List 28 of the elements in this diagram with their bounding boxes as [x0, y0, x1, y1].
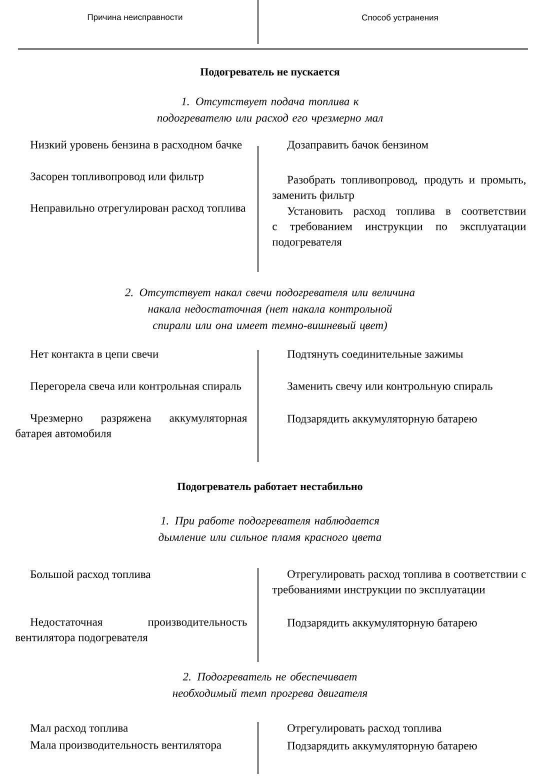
table-cell: Перегорела свеча или контрольная спираль: [30, 382, 242, 392]
subsection-heading: 1. При работе подогревателя наблюдается дымление или сильное пламя красного цвета: [158, 516, 382, 544]
table-cell: Подзарядить аккумуляторную батарею: [287, 414, 477, 425]
table-cell: Отрегулировать расход топлива в соответствии с требованиями инструкции по эксплуатации: [272, 570, 526, 596]
table-cell: Недостаточная производительность вентилятора подогревателя: [15, 618, 247, 644]
table-cell: Установить расход топлива в соответствии с требованием инструкции по эксплуатации подогревателя: [272, 207, 526, 248]
table-cell: Разобрать топливопровод, продуть и промыть, заменить фильтр: [272, 175, 526, 202]
table-cell: Чрезмерно разряжена аккумуляторная батарея автомобиля: [16, 414, 248, 440]
table-cell: Мала производительность вентилятора: [30, 741, 222, 752]
table-cell: Большой расход топлива: [30, 570, 151, 580]
table-cell: Подзарядить аккумуляторную батарею: [287, 741, 477, 752]
subsection-heading: 1. Отсутствует подача топлива к подогревателю или расход его чрезмерно мал: [157, 97, 383, 124]
table-cell: Подтянуть соединительные зажимы: [287, 350, 463, 360]
table-cell: Мал расход топлива: [30, 724, 128, 734]
table-cell: Отрегулировать расход топлива: [288, 724, 442, 734]
table-cell: Засорен топливопровод или фильтр: [30, 172, 204, 183]
section-heading: Подогреватель не пускается: [200, 68, 340, 78]
table-cell: Неправильно отрегулирован расход топлива: [30, 204, 246, 214]
table-cell: Нет контакта в цепи свечи: [30, 350, 158, 360]
table-cell: Низкий уровень бензина в расходном бачке: [30, 140, 242, 151]
section-heading: Подогреватель работает нестабильно: [177, 482, 362, 492]
table-cell: Подзарядить аккумуляторную батарею: [287, 618, 477, 629]
table-cell: Дозаправить бачок бензином: [287, 140, 428, 151]
column-header: Причина неисправности: [88, 14, 182, 22]
table-cell: Заменить свечу или контрольную спираль: [288, 382, 492, 392]
subsection-heading: 2. Подогреватель не обеспечивает необходимый темп прогрева двигателя: [172, 672, 368, 700]
column-header: Способ устранения: [362, 14, 438, 22]
subsection-heading: 2. Отсутствует накал свечи подогревателя или величина накала недостаточная (нет накала контрольной спирали или она имеет темно-вишневый цвет): [124, 288, 415, 332]
